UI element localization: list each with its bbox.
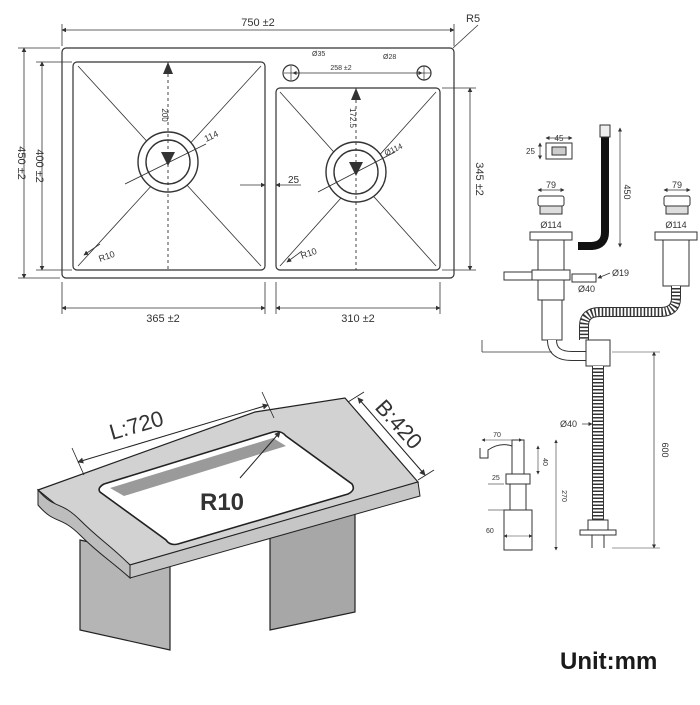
cutout-radius-label: R10 [200, 489, 244, 516]
right-bowl-height-label: 345 ±2 [473, 162, 485, 196]
left-radius-label: R10 [97, 249, 116, 264]
corner-radius-label: R5 [466, 13, 480, 25]
cutout-3d-view [36, 391, 435, 651]
inlet-dia-label: Ø19 [612, 268, 629, 278]
hose-dia-label: Ø40 [560, 419, 577, 429]
tap-hole-2-label: Ø28 [383, 54, 396, 61]
right-bowl [275, 87, 441, 271]
body-height-label: 270 [560, 490, 567, 502]
top-dimensions [18, 24, 476, 314]
bottle-width-label: 60 [486, 528, 494, 535]
sink-cutout [98, 430, 355, 546]
hose-length-label: 600 [660, 442, 670, 457]
pipe-dia-label: Ø40 [578, 284, 595, 294]
sink-top-view [61, 24, 479, 279]
overflow-width-label: 45 [555, 134, 564, 143]
overflow-height-label: 25 [526, 147, 535, 156]
outer-height-label: 450 ±2 [15, 146, 27, 180]
right-bowl-width-label: 310 ±2 [341, 313, 375, 325]
overall-width-label: 750 ±2 [241, 17, 275, 29]
right-depth-label: 172.5 [348, 108, 357, 129]
overflow-hose-length-label: 450 [622, 184, 632, 199]
collar-label: 25 [492, 475, 500, 482]
pump-height-label: 40 [541, 458, 548, 466]
strainer-right [663, 195, 691, 207]
strainer-left [537, 195, 565, 207]
overflow-hose [578, 135, 609, 250]
spout-length-label: 70 [493, 432, 501, 439]
unit-label: Unit:mm [560, 648, 658, 675]
tap-spacing-label: 258 ±2 [330, 65, 351, 72]
left-bowl-width-label: 365 ±2 [146, 313, 180, 325]
strainer-left-width-label: 79 [546, 180, 556, 190]
strainer-right-dia-label: Ø114 [665, 220, 686, 230]
left-bowl [72, 61, 266, 271]
right-drain-label: Ø114 [383, 141, 405, 157]
soap-dispenser [479, 438, 558, 551]
left-drain-label: 114 [203, 129, 220, 144]
right-radius-label: R10 [299, 246, 318, 261]
tap-hole-1-label: Ø35 [312, 51, 325, 58]
strainer-right-width-label: 79 [672, 180, 682, 190]
inner-height-label: 400 ±2 [33, 149, 45, 183]
left-depth-label: 200 [160, 108, 169, 122]
strainer-left-dia-label: Ø114 [540, 220, 561, 230]
soap-bottle [503, 509, 533, 551]
divider-width-label: 25 [288, 175, 300, 186]
sink-outer-rim [61, 47, 455, 279]
drain-fittings [481, 124, 698, 549]
cutout-length-label: L:720 [106, 406, 166, 445]
